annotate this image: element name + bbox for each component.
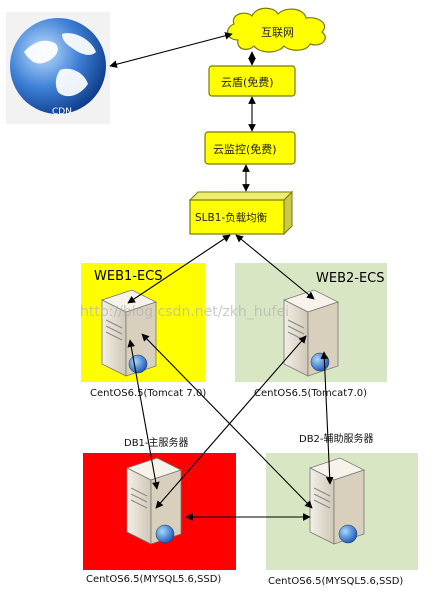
server-icon [282,289,340,377]
yundun-label: 云盾(免费) [221,75,274,89]
yunjiankong-label: 云监控(免费) [213,142,277,156]
globe-continent [24,40,58,64]
yundun-node: 云盾(免费) [208,65,296,97]
arrow-slb-web2 [235,234,315,300]
internet-label: 互联网 [261,26,294,39]
internet-node: 互联网 [227,7,326,53]
globe-continent [55,68,88,97]
db2-node [266,453,418,570]
cdn-node: CDN [6,12,110,124]
server-icon [308,457,366,545]
arrow-slb-web1 [127,234,231,304]
web2-title: WEB2-ECS [316,271,385,286]
db1-node [83,453,236,570]
db2-caption: CentOS6.5(MYSQL5.6,SSD) [268,576,404,587]
arrow-web2-db2 [320,351,334,485]
web1-title: WEB1-ECS [94,269,163,284]
db2-title: DB2-辅助服务器 [299,434,374,445]
slb-label: SLB1-负载均衡 [195,211,268,224]
web1-node: WEB1-ECS [81,263,205,382]
cloud-icon [227,7,326,53]
slb-box-side [283,190,293,236]
arrow-web2-db1 [155,335,307,509]
db1-caption: CentOS6.5(MYSQL5.6,SSD) [86,574,222,585]
cdn-label: CDN [52,107,72,117]
yunjiankong-node: 云监控(免费) [204,131,296,165]
yundun-box [208,65,296,97]
connections [109,32,334,521]
arrow-cdn-internet [109,32,233,68]
globe-icon [10,18,106,114]
web1-caption: CentOS6.5(Tomcat 7.0) [90,388,207,399]
yunjiankong-box [204,131,296,165]
web2-caption: CentOS6.5(Tomcat7.0) [254,388,368,399]
watermark: http://blog.csdn.net/zkh_hufei [80,304,289,320]
web2-node: WEB2-ECS [235,263,387,382]
slb-box-top [188,191,294,201]
slb-box [189,199,285,235]
globe-continent [62,33,96,55]
db1-title: DB1-主服务器 [124,438,189,449]
slb-node: SLB1-负载均衡 [188,190,294,236]
